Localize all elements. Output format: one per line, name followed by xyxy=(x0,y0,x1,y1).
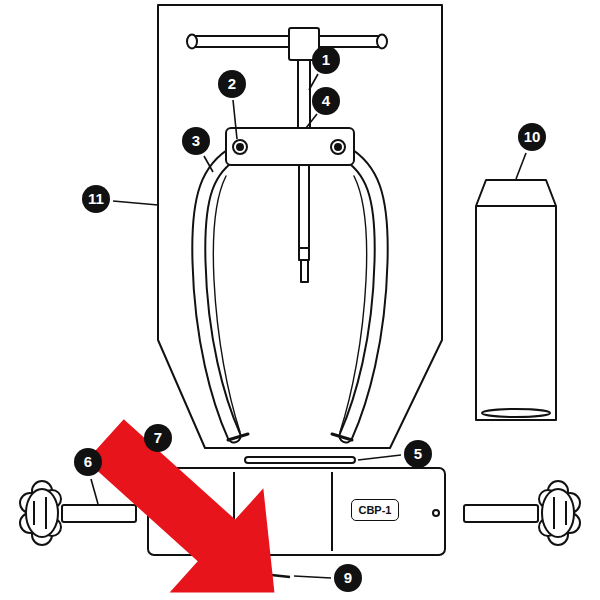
callout-number: 4 xyxy=(312,87,340,115)
forcing-screw xyxy=(299,165,309,260)
model-text: CBP-1 xyxy=(358,503,391,517)
forcing-screw xyxy=(298,60,310,130)
cylinder-edge xyxy=(476,205,556,207)
block-edge xyxy=(331,472,333,551)
t-handle xyxy=(192,36,382,47)
callout-number: 10 xyxy=(518,123,546,151)
puller-arms xyxy=(199,152,381,440)
callout-number: 11 xyxy=(82,185,110,213)
cylinder-bore xyxy=(482,409,550,417)
knob-shaft xyxy=(62,505,136,522)
handle-end xyxy=(187,35,197,49)
callout-number: 1 xyxy=(312,46,340,74)
red-arrow xyxy=(58,388,321,600)
callout-number: 9 xyxy=(334,564,362,592)
callout-number: 2 xyxy=(218,70,246,98)
ring xyxy=(245,457,355,463)
bolt xyxy=(233,140,247,154)
callout-number: 6 xyxy=(74,448,102,476)
model-plate: CBP-1 xyxy=(351,499,398,521)
knob xyxy=(20,481,61,545)
crossbar xyxy=(226,128,354,165)
callout-number: 3 xyxy=(182,127,210,155)
callout-number: 7 xyxy=(144,424,172,452)
knob xyxy=(539,481,580,545)
bolt xyxy=(331,140,345,154)
bolt xyxy=(335,144,341,150)
screw-tip xyxy=(301,260,308,282)
package-outline xyxy=(158,5,442,448)
callout-number: 5 xyxy=(404,440,432,468)
bolt xyxy=(237,144,243,150)
screw-step xyxy=(299,247,309,249)
cylinder xyxy=(476,180,556,420)
knob-shaft xyxy=(464,505,538,522)
handle-end xyxy=(377,35,387,49)
block-hole xyxy=(433,510,439,516)
